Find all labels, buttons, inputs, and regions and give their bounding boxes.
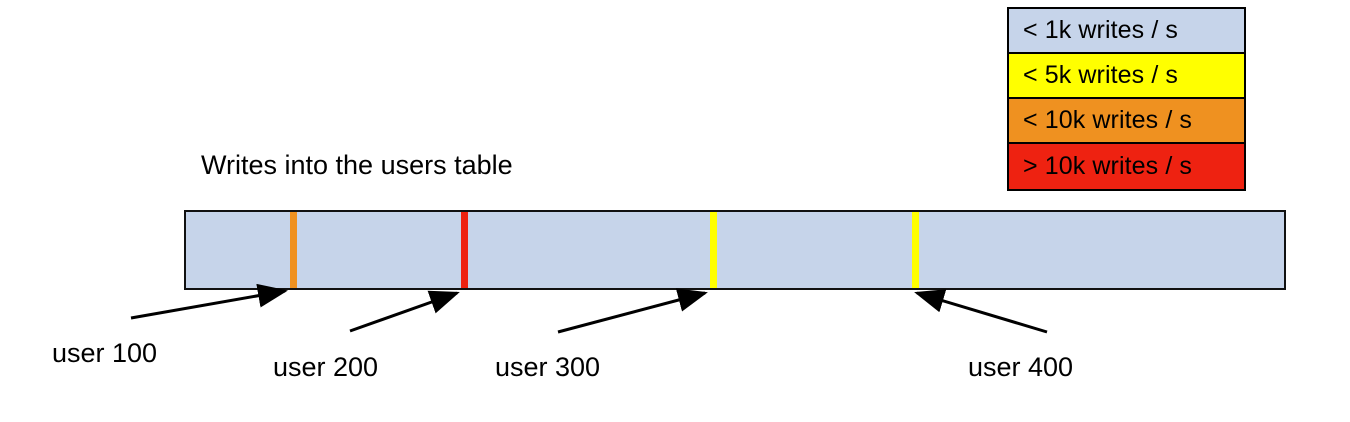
user-100-stripe xyxy=(290,212,297,288)
label-user-100: user 100 xyxy=(52,338,158,368)
legend-item-label: < 1k writes / s xyxy=(1023,16,1179,44)
label-user-200: user 200 xyxy=(273,352,379,382)
user-400-stripe xyxy=(912,212,919,288)
legend-item-3: > 10k writes / s xyxy=(1009,144,1244,189)
arrow-user-400 xyxy=(914,289,1048,334)
user-200-stripe xyxy=(461,212,468,288)
legend-item-2: < 10k writes / s xyxy=(1009,99,1244,144)
page-title: Writes into the users table xyxy=(201,150,513,180)
legend: < 1k writes / s < 5k writes / s < 10k wr… xyxy=(1007,7,1246,191)
legend-item-label: > 10k writes / s xyxy=(1023,152,1193,180)
legend-item-0: < 1k writes / s xyxy=(1009,9,1244,54)
label-user-300: user 300 xyxy=(495,352,601,382)
users-table-bar xyxy=(184,210,1286,290)
label-user-400: user 400 xyxy=(968,352,1074,382)
arrow-user-300 xyxy=(557,288,708,334)
legend-item-label: < 5k writes / s xyxy=(1023,61,1179,89)
arrow-user-100 xyxy=(130,283,288,320)
arrow-user-200 xyxy=(349,290,460,333)
legend-item-1: < 5k writes / s xyxy=(1009,54,1244,99)
legend-item-label: < 10k writes / s xyxy=(1023,106,1193,134)
user-300-stripe xyxy=(710,212,717,288)
